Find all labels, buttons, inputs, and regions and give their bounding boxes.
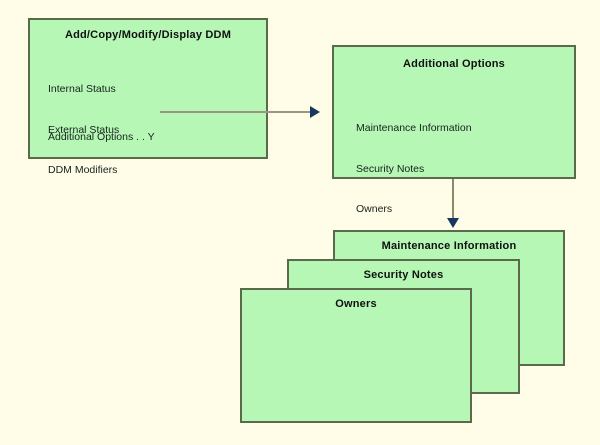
- connector-ddm-to-additional-options: [160, 111, 310, 113]
- list-item: Internal Status: [48, 83, 116, 95]
- additional-options-list: Maintenance Information Security Notes O…: [356, 95, 472, 244]
- box-title-maintenance-information: Maintenance Information: [381, 240, 517, 252]
- box-add-copy-modify-display-ddm[interactable]: Add/Copy/Modify/Display DDM Internal Sta…: [28, 18, 268, 176]
- box-title-additional-options: Additional Options: [403, 58, 505, 70]
- ddm-additional-options-prompt[interactable]: Additional Options . . Y: [48, 104, 155, 172]
- list-item: Maintenance Information: [356, 122, 472, 134]
- connector-additional-options-to-stack: [452, 179, 454, 221]
- box-title-owners: Owners: [335, 298, 377, 310]
- list-item: External Status: [48, 123, 120, 136]
- box-owners[interactable]: Owners: [240, 288, 472, 423]
- box-title-ddm: Add/Copy/Modify/Display DDM: [64, 29, 232, 41]
- arrow-down-icon: [447, 218, 459, 228]
- list-item: Owners: [356, 203, 393, 215]
- box-additional-options[interactable]: Additional Options Maintenance Informati…: [332, 45, 576, 215]
- arrow-right-icon: [310, 106, 320, 118]
- list-item: Security Notes: [356, 162, 425, 175]
- list-item: DDM Modifiers: [48, 164, 118, 176]
- ddm-status-list: Internal Status External Status DDM Modi…: [48, 56, 119, 205]
- box-title-security-notes: Security Notes: [363, 269, 444, 281]
- list-item: Additional Options . . Y: [48, 131, 155, 143]
